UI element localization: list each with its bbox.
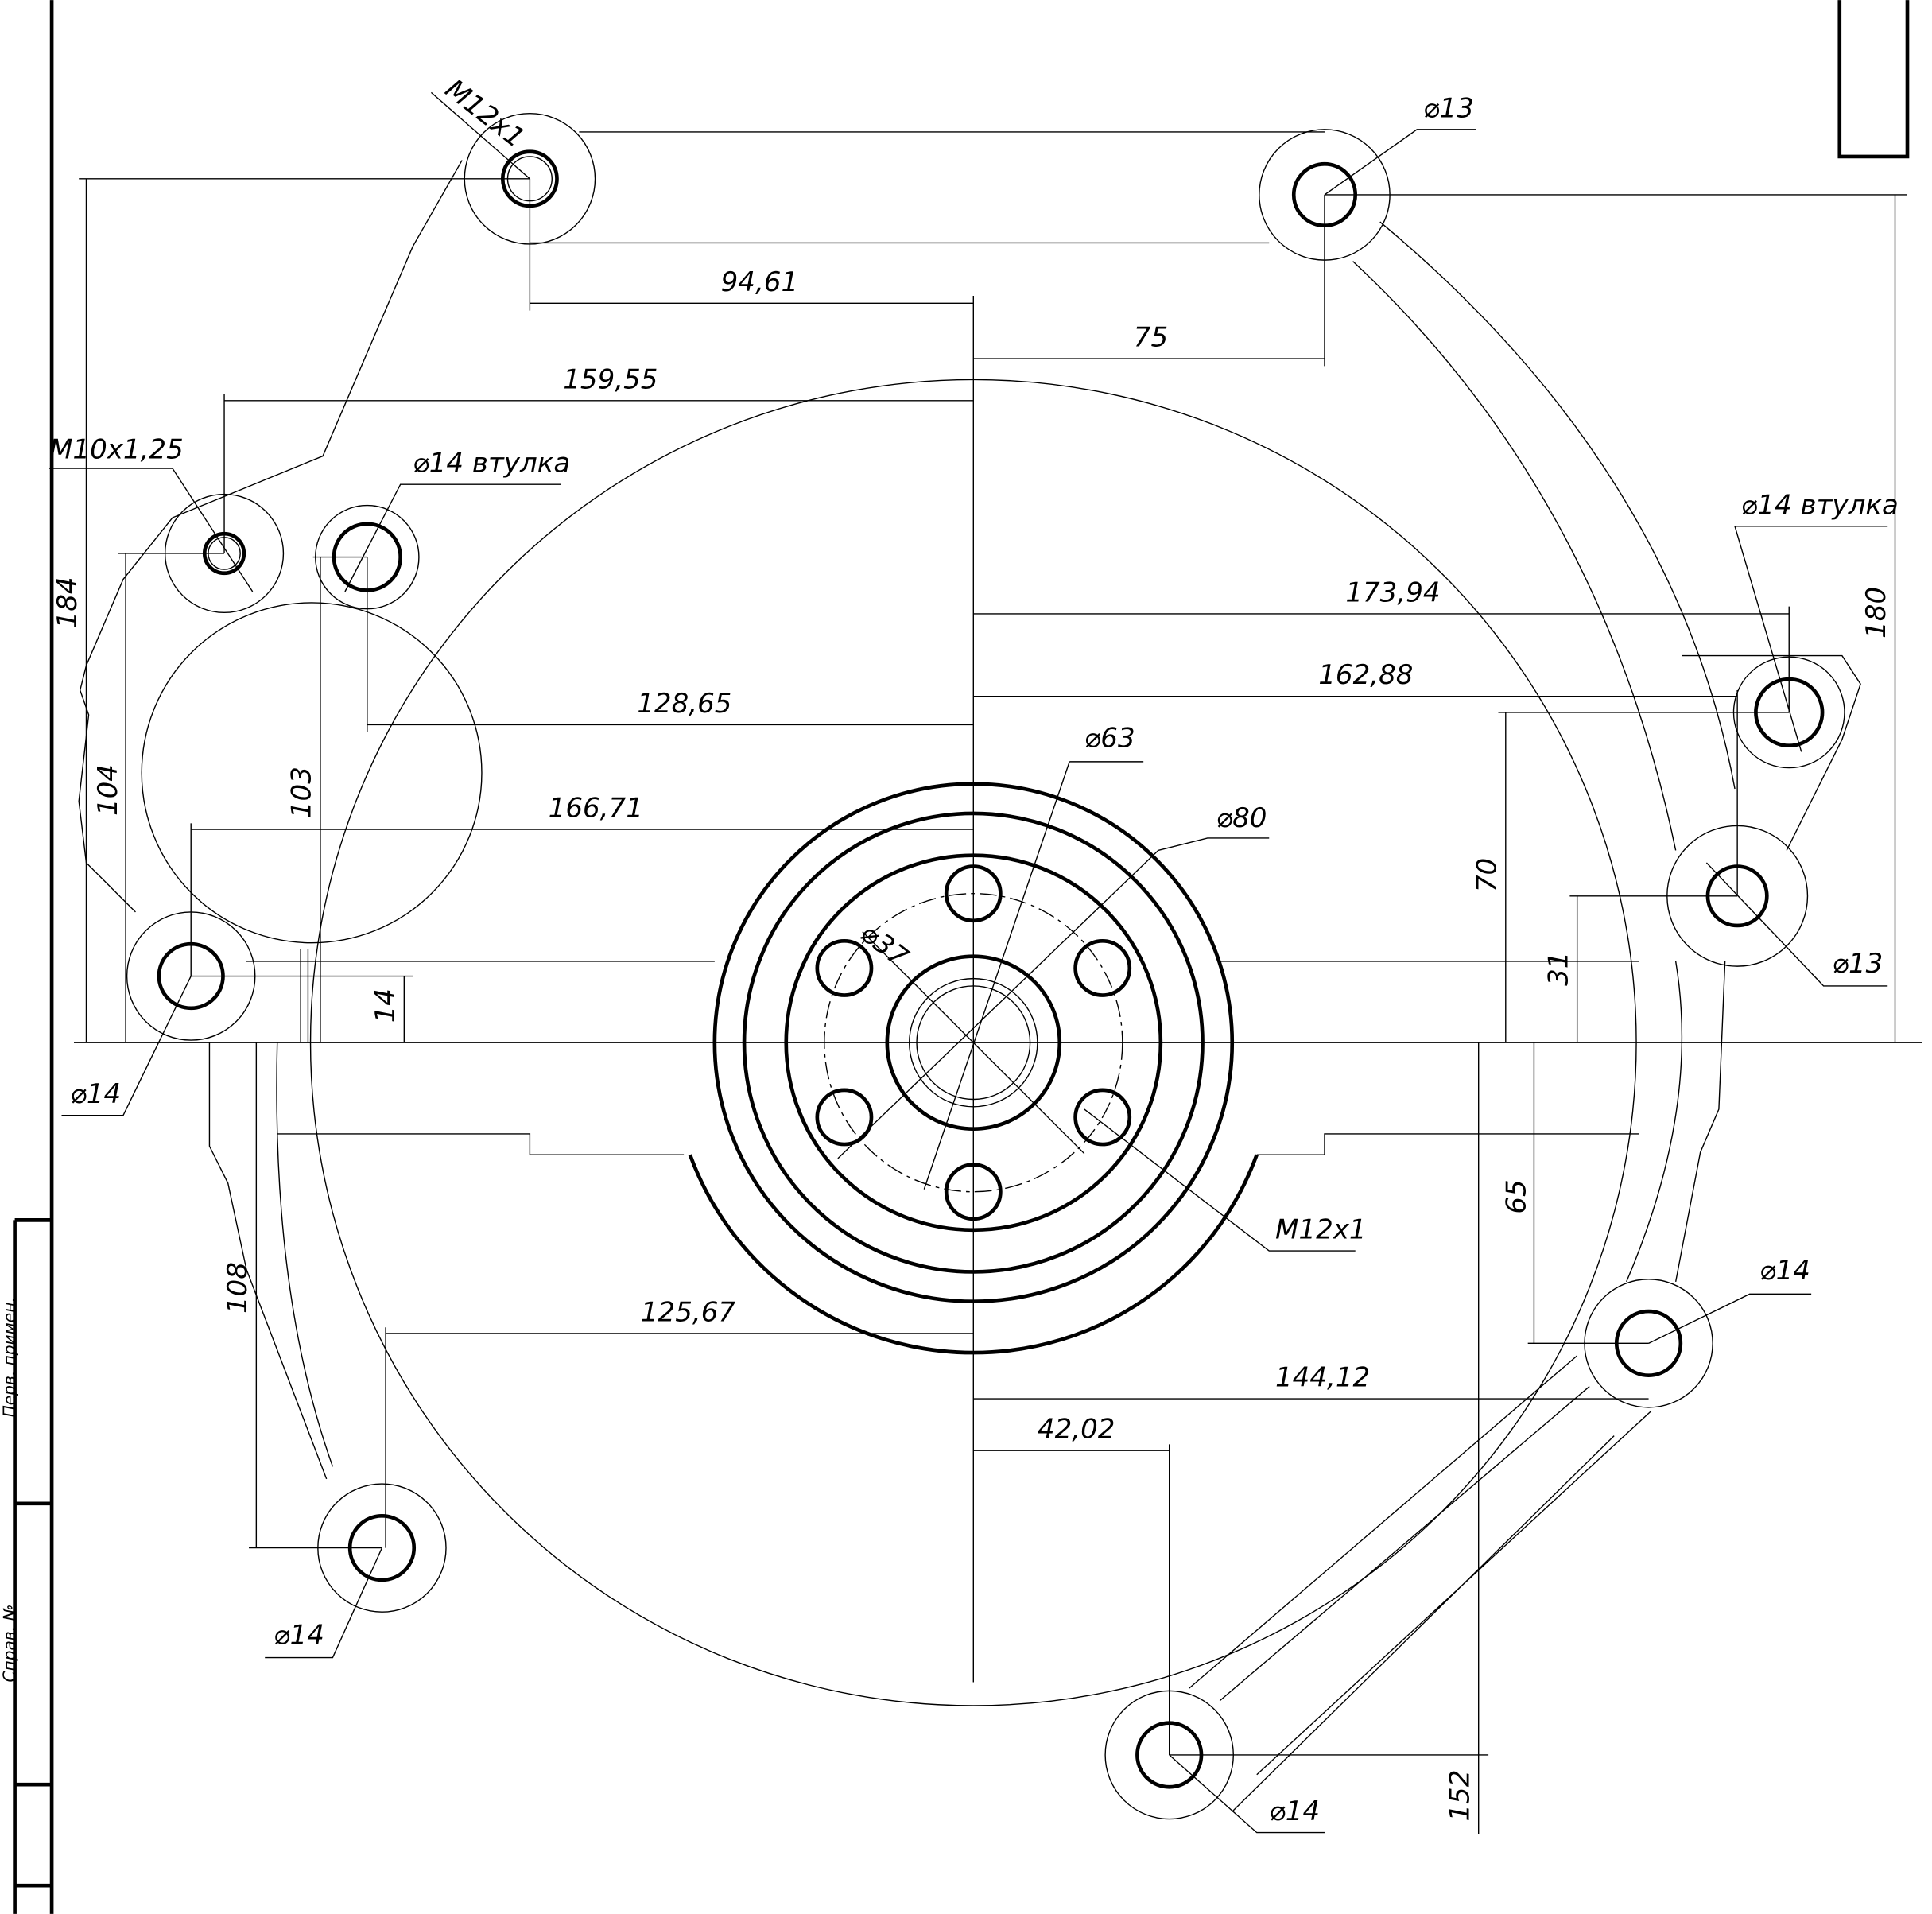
label-d31: 31 xyxy=(1542,952,1574,986)
starter-circle xyxy=(141,602,483,944)
label-d14-bottomleft: ⌀14 xyxy=(274,1619,324,1651)
flange-ring xyxy=(742,811,1205,1274)
label-d70: 70 xyxy=(1471,858,1503,892)
flange-ring xyxy=(885,954,1062,1132)
label-d159-55: 159,55 xyxy=(563,363,658,395)
stamp-perv-primen: Перв. примен. xyxy=(0,1297,19,1417)
bolt-hole xyxy=(815,939,874,997)
label-d144-12: 144,12 xyxy=(1275,1362,1370,1394)
flange-ring xyxy=(916,985,1031,1101)
bolt-holes xyxy=(815,864,1132,1221)
label-d166-71: 166,71 xyxy=(549,793,643,825)
label-d104: 104 xyxy=(92,764,124,816)
flange-rings xyxy=(712,782,1235,1303)
label-d75: 75 xyxy=(1134,322,1168,354)
label-d162-88: 162,88 xyxy=(1318,659,1413,691)
label-d173-94: 173,94 xyxy=(1345,577,1440,608)
label-d37: ⌀37 xyxy=(855,918,914,974)
housing-circle xyxy=(309,379,1637,1706)
flange-ring xyxy=(909,977,1038,1108)
center-lines xyxy=(73,194,1922,1683)
flange-ring xyxy=(712,782,1235,1303)
mounting-holes xyxy=(126,113,1845,1820)
label-d180: 180 xyxy=(1860,587,1892,639)
label-d65: 65 xyxy=(1501,1179,1533,1213)
label-m12x1-center: M12x1 xyxy=(1275,1214,1367,1246)
label-d103: 103 xyxy=(286,767,318,818)
label-d184: 184 xyxy=(52,577,83,628)
label-d14-vtulka-right: ⌀14 втулка xyxy=(1741,489,1899,521)
label-d13-top: ⌀13 xyxy=(1423,92,1474,124)
label-d152: 152 xyxy=(1444,1770,1476,1822)
label-d14-bottom: ⌀14 xyxy=(1269,1796,1320,1827)
flange xyxy=(688,761,1259,1355)
flange-diameter-lines xyxy=(837,761,1159,1190)
bolt-hole xyxy=(1073,1088,1132,1147)
bolt-hole xyxy=(944,864,1003,923)
flange-ring xyxy=(784,853,1163,1233)
bolt-hole xyxy=(944,1163,1003,1221)
label-d108: 108 xyxy=(222,1262,254,1314)
label-d14-left: ⌀14 xyxy=(70,1078,121,1110)
housing-outline xyxy=(78,131,1861,1812)
leader-lines xyxy=(48,91,1888,1834)
label-d14-small: 14 xyxy=(370,988,402,1023)
label-d42-02: 42,02 xyxy=(1038,1414,1115,1446)
label-d13-right: ⌀13 xyxy=(1832,948,1883,980)
label-m12x1-top: M12x1 xyxy=(439,73,530,154)
label-d128-65: 128,65 xyxy=(637,688,731,720)
label-d63: ⌀63 xyxy=(1084,722,1135,754)
stamp-sprav-no: Справ. № xyxy=(0,1605,19,1683)
bolt-circle xyxy=(824,892,1123,1193)
label-d14-vtulka-left: ⌀14 втулка xyxy=(413,448,570,479)
dimension-lines xyxy=(79,178,1896,1834)
label-d14-right: ⌀14 xyxy=(1759,1255,1810,1287)
label-d94-61: 94,61 xyxy=(721,266,799,298)
flange-lower-arc xyxy=(688,1154,1259,1355)
label-d125-67: 125,67 xyxy=(641,1296,736,1328)
label-m10x1-25: M10x1,25 xyxy=(49,434,184,466)
bolt-hole xyxy=(1073,939,1132,997)
drawing-frame xyxy=(13,0,1910,1914)
bolt-hole xyxy=(815,1088,874,1147)
label-d80: ⌀80 xyxy=(1216,802,1267,834)
